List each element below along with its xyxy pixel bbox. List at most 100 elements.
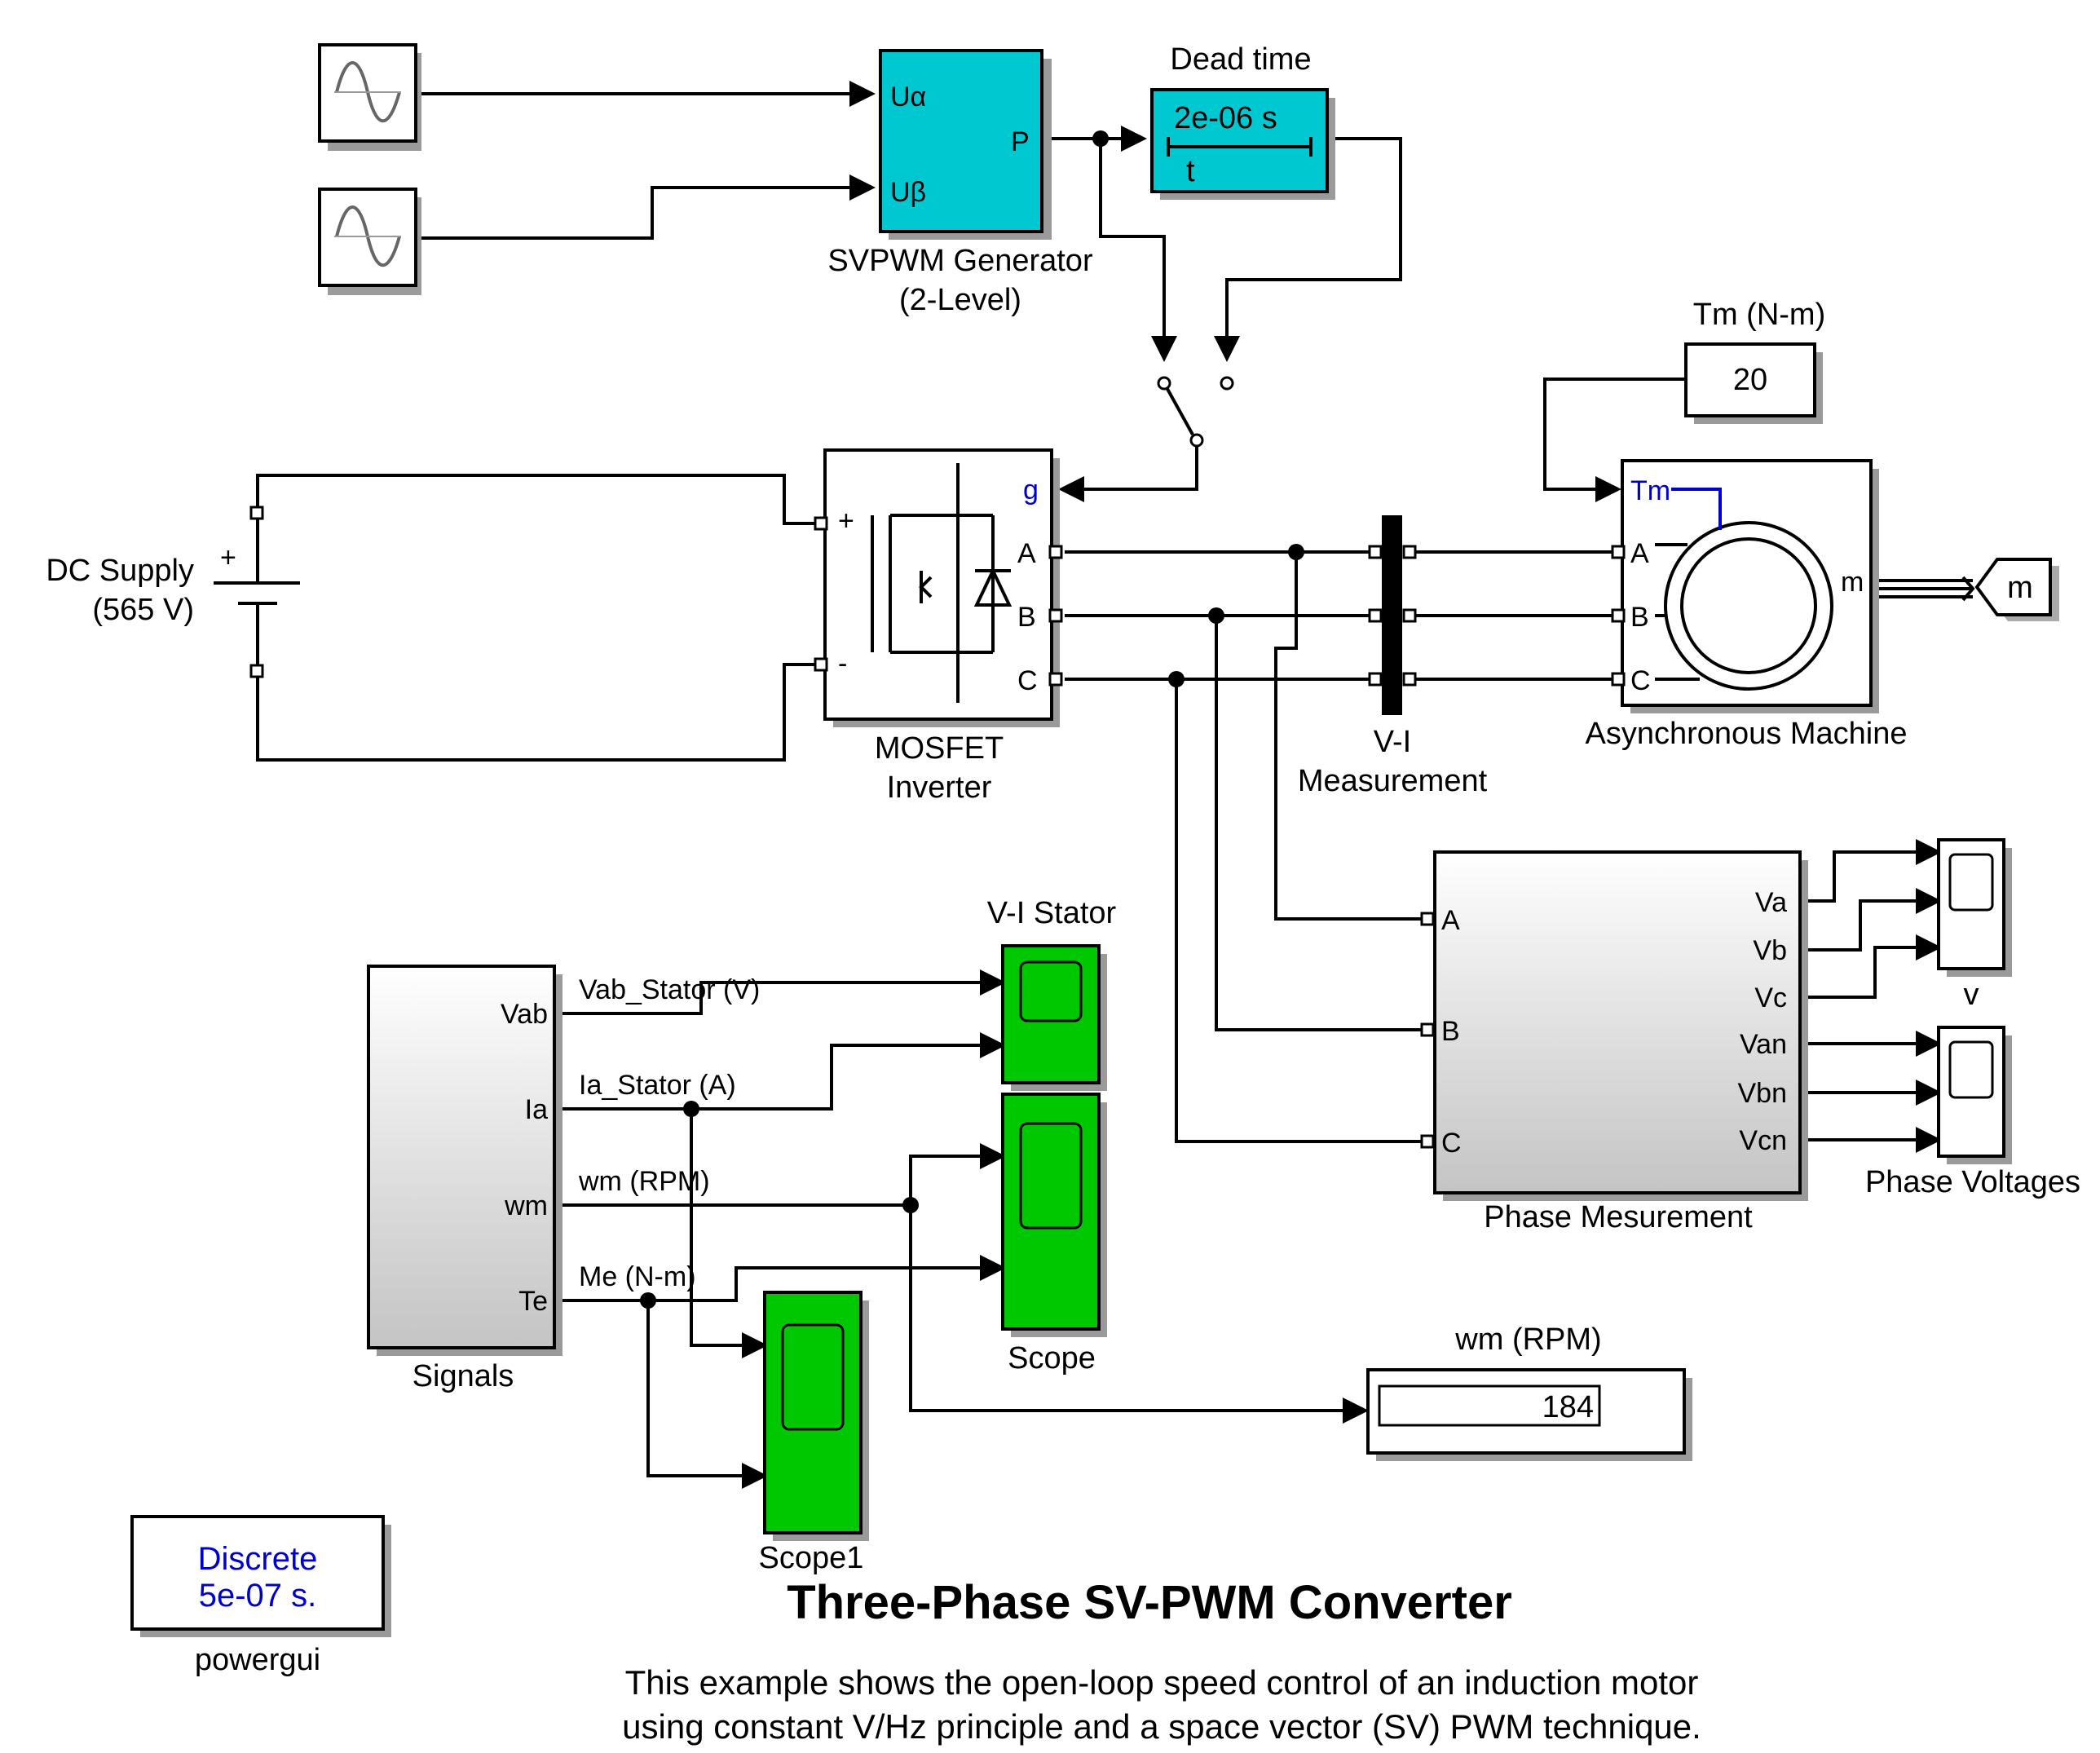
diagram-title: Three-Phase SV-PWM Converter	[787, 1576, 1512, 1629]
block-label: Phase Mesurement	[1484, 1200, 1753, 1234]
wire-deadtime-switch[interactable]	[1214, 137, 1402, 362]
wire-tm[interactable]	[1543, 378, 1686, 502]
port-p: P	[1011, 126, 1030, 157]
branch-point	[1208, 607, 1224, 624]
block-label: Dead time	[1170, 42, 1311, 77]
port-vcn: Vcn	[1739, 1125, 1787, 1156]
powergui-step: 5e-07 s.	[199, 1578, 317, 1614]
scope-screen-icon	[1948, 1040, 1994, 1099]
sine-wave-block-2[interactable]	[318, 188, 421, 295]
wire-p-switch[interactable]	[1099, 139, 1177, 362]
wire-sine2-ubeta[interactable]	[417, 174, 876, 240]
motor-icon	[1655, 488, 1833, 691]
asynchronous-machine-block[interactable]: Tm A B C m Asynchronous Machine	[1586, 459, 1908, 751]
block-label: SVPWM Generator	[827, 244, 1093, 278]
wire-vb[interactable]	[1798, 888, 1942, 952]
wire-te-scope1[interactable]	[646, 1300, 768, 1489]
branch-point	[902, 1197, 919, 1213]
dc-supply-block[interactable]: + DC Supply (565 V)	[46, 506, 300, 678]
block-label: Phase Voltages	[1865, 1165, 2080, 1199]
goto-m-tag[interactable]: m	[1974, 558, 2059, 621]
wire-vab[interactable]	[561, 969, 1006, 1015]
description-line-2: using constant V/Hz principle and a spac…	[622, 1707, 1701, 1746]
scope1-block[interactable]: Scope1	[759, 1291, 869, 1575]
vi-measurement-block[interactable]: V-I Measurement	[1298, 515, 1488, 798]
wire-switch-g[interactable]	[1058, 444, 1198, 502]
signal-label-ia: Ia_Stator (A)	[579, 1070, 736, 1101]
port-vb: Vb	[1753, 935, 1787, 966]
description-line-1: This example shows the open-loop speed c…	[625, 1663, 1699, 1702]
signal-label-vab: Vab_Stator (V)	[579, 974, 760, 1005]
powergui-mode: Discrete	[198, 1541, 318, 1577]
tm-constant-block[interactable]: Tm (N-m) 20	[1684, 298, 1825, 424]
mosfet-inverter-block[interactable]: + - g A B C MOSFET Inverter	[814, 448, 1063, 805]
sine-wave-block-1[interactable]	[318, 43, 421, 151]
wire-vc[interactable]	[1798, 934, 1942, 999]
signal-label-me: Me (N-m)	[579, 1261, 696, 1292]
phase-measurement-block[interactable]: A B C Va Vb Vc Van Vbn Vcn Phase Mesurem…	[1420, 850, 1808, 1234]
wire-branch-b[interactable]	[1215, 616, 1427, 1031]
branch-point	[683, 1101, 699, 1117]
block-label: V-I	[1374, 725, 1411, 759]
wire-dc-plus[interactable]	[256, 474, 819, 525]
port-m: m	[1841, 567, 1864, 598]
wire-dc-minus[interactable]	[256, 663, 819, 762]
port-c: C	[1017, 665, 1038, 696]
signals-block[interactable]: Vab Ia wm Te Signals	[367, 965, 562, 1393]
signal-label-wm: wm (RPM)	[578, 1166, 710, 1197]
scope-block[interactable]: Scope	[1001, 1093, 1107, 1375]
wire-wm-display[interactable]	[909, 1205, 1369, 1424]
display-wm-block[interactable]: wm (RPM) 184	[1366, 1322, 1692, 1461]
wire-branch-c[interactable]	[1175, 679, 1427, 1143]
wire-m-goto[interactable]	[1879, 579, 1973, 598]
block-label: Inverter	[887, 771, 992, 805]
scope-vi-stator-block[interactable]: V-I Stator	[987, 896, 1117, 1091]
port-vab: Vab	[501, 999, 548, 1030]
port-g: g	[1023, 475, 1039, 506]
wire-wm-scope[interactable]	[909, 1143, 1006, 1205]
block-label: Signals	[412, 1359, 514, 1393]
port-vbn: Vbn	[1738, 1078, 1788, 1109]
branch-point	[640, 1292, 656, 1309]
block-label: (565 V)	[92, 593, 194, 627]
port-c: C	[1441, 1128, 1462, 1159]
scope-screen-icon	[781, 1323, 845, 1431]
block-label: (2-Level)	[899, 283, 1021, 317]
block-label: Measurement	[1298, 764, 1488, 798]
powergui-block[interactable]: Discrete 5e-07 s. powergui	[130, 1515, 391, 1677]
block-label: Scope1	[759, 1541, 864, 1575]
port-vc: Vc	[1754, 982, 1787, 1013]
port-b: B	[1017, 602, 1036, 633]
port-c: C	[1630, 665, 1651, 696]
block-label: powergui	[195, 1643, 320, 1677]
goto-label: m	[2007, 571, 2033, 605]
block-label: MOSFET	[875, 731, 1004, 766]
scope-screen-icon	[1019, 1122, 1083, 1230]
branch-point	[1168, 671, 1185, 687]
block-label: Scope	[1008, 1341, 1096, 1375]
wire-ia-scope1[interactable]	[690, 1109, 768, 1358]
port-van: Van	[1740, 1029, 1787, 1060]
dead-time-block[interactable]: Dead time 2e-06 s t	[1150, 42, 1335, 200]
scope-screen-icon	[1948, 853, 1994, 912]
manual-switch[interactable]	[1157, 376, 1234, 448]
block-label: Asynchronous Machine	[1586, 717, 1908, 751]
block-label: Tm (N-m)	[1693, 298, 1825, 332]
svpwm-generator-block[interactable]: Uα Uβ P SVPWM Generator (2-Level)	[827, 49, 1093, 317]
port-b: B	[1441, 1016, 1460, 1047]
wire-va[interactable]	[1798, 839, 1942, 903]
port-ualpha: Uα	[890, 82, 926, 113]
tm-value: 20	[1733, 363, 1767, 397]
scope-phase-voltages-block[interactable]: Phase Voltages	[1865, 1026, 2080, 1199]
block-label: V-I Stator	[987, 896, 1117, 930]
dead-time-axis: t	[1186, 154, 1195, 188]
dc-plus-sign: +	[220, 542, 236, 573]
port-te: Te	[518, 1286, 548, 1317]
wire-branch-a[interactable]	[1274, 552, 1427, 921]
port-ia: Ia	[525, 1094, 548, 1125]
scope-v-block[interactable]: v	[1937, 838, 2012, 1012]
signal-wires	[256, 81, 1975, 1489]
port-wm: wm	[504, 1190, 548, 1221]
port-b: B	[1630, 602, 1649, 633]
